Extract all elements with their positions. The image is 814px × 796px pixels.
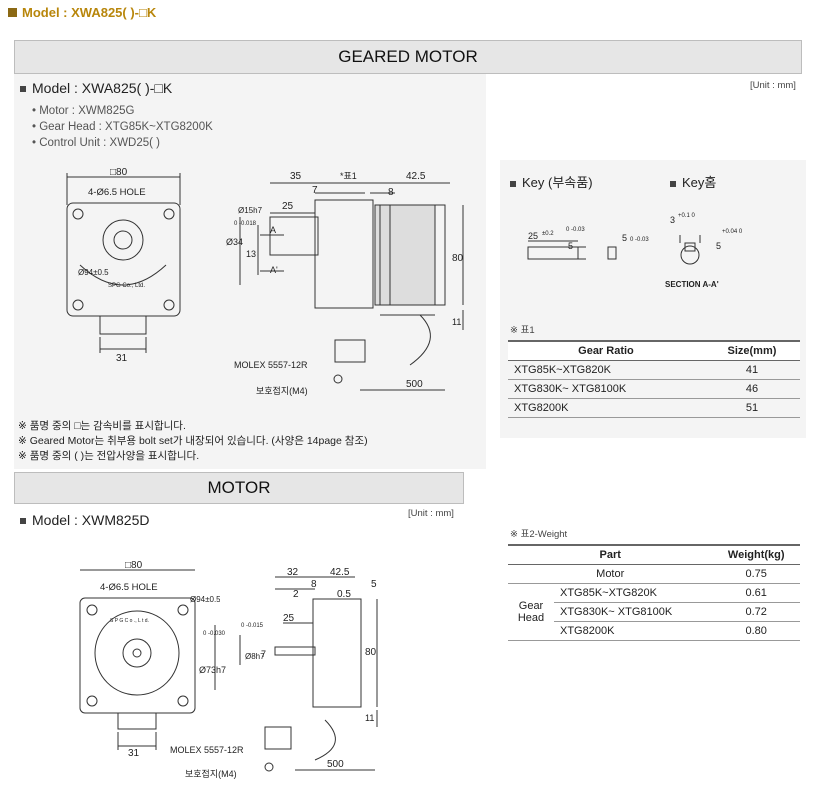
keyway-dim-5: 5: [716, 241, 721, 251]
dim-13: 13: [246, 249, 256, 259]
motor-brand-mark: S P G C o ., L t d.: [110, 618, 149, 624]
section-mark-a: A: [270, 225, 276, 235]
geared-specs: • Motor : XWM825G • Gear Head : XTG85K~X…: [32, 103, 213, 151]
dim-25: 25: [282, 201, 294, 212]
geared-side-view: 35 7 25 *표1 8 42.5 Ø34 Ø15h7 0 -0.018 13…: [226, 171, 464, 396]
bullet-icon: [20, 86, 26, 93]
key-dim-5-tol: 0 -0.03: [566, 227, 585, 233]
table1-note: ※ 표1: [510, 325, 535, 336]
motor-dim-31: 31: [128, 748, 140, 759]
dim-34: Ø34: [226, 237, 243, 247]
motor-dim-cable-500: 500: [327, 759, 344, 770]
keyway-title: Key홈: [670, 172, 716, 191]
key-title: Key (부속품): [510, 172, 593, 191]
key-dim-25: 25: [528, 231, 538, 241]
motor-dim-25: 25: [283, 613, 295, 624]
dim-square: □80: [110, 167, 128, 178]
dim-15h7-tolerance: 0 -0.018: [234, 221, 257, 227]
motor-dim-11: 11: [365, 713, 374, 723]
motor-side-view: 32 42.5 5 8 2 0.5 25 Ø73h7 0 -0.030 Ø8h7…: [170, 567, 378, 779]
geared-title-bar: GEARED MOTOR: [14, 40, 802, 74]
dim-15h7: Ø15h7: [238, 206, 263, 215]
dim-hole: 4-Ø6.5 HOLE: [88, 187, 146, 198]
motor-dim-pcd: Ø94±0.5: [190, 595, 220, 604]
keyway-dim-5-tol: +0.04 0: [722, 229, 743, 235]
dim-cable-500: 500: [406, 379, 423, 390]
motor-dim-hole: 4-Ø6.5 HOLE: [100, 582, 158, 593]
note-1: ※ 품명 중의 □는 감속비를 표시합니다.: [18, 420, 186, 432]
geared-title: GEARED MOTOR: [338, 47, 478, 66]
ground-label: 보호접지(M4): [256, 385, 308, 396]
molex-label: MOLEX 5557-12R: [234, 360, 308, 370]
page-header: Model : XWA825( )-□K: [8, 5, 156, 20]
motor-dim-square: □80: [125, 560, 143, 571]
key-dim-5b-tol: 0 -0.03: [630, 237, 649, 243]
motor-title: MOTOR: [207, 478, 271, 497]
key-drawings: 25 ±0.2 5 0 -0.03 5 0 -0.03 3 +0.1 0 5 +…: [527, 213, 743, 289]
bullet-icon: [670, 180, 676, 187]
spec-control-unit: • Control Unit : XWD25( ): [32, 137, 160, 149]
bullet-icon: [20, 518, 26, 525]
dim-11: 11: [452, 317, 461, 327]
keyway-dim-3: 3: [670, 215, 675, 225]
motor-dim-0-5: 0.5: [337, 589, 351, 600]
motor-ground-label: 보호접지(M4): [185, 768, 237, 779]
dim-80: 80: [452, 253, 464, 264]
dim-35: 35: [290, 171, 302, 182]
note-3: ※ 품명 중의 ( )는 전압사양을 표시합니다.: [18, 450, 200, 462]
geared-front-view: □80 4-Ø6.5 HOLE Ø94±0.5 SPG Co., Ltd. 31: [66, 167, 181, 364]
spec-motor: • Motor : XWM825G: [32, 105, 135, 117]
key-dim-5b: 5: [622, 233, 627, 243]
table2-note: ※ 표2-Weight: [510, 529, 568, 540]
motor-dim-7: 7: [261, 649, 266, 659]
motor-dim-73h7: Ø73h7: [199, 665, 226, 675]
keyway-dim-3-tol: +0.1 0: [678, 213, 696, 219]
motor-dim-8: 8: [311, 579, 317, 590]
motor-dim-73h7-tol: 0 -0.030: [203, 631, 226, 637]
motor-dim-80: 80: [365, 647, 377, 658]
motor-dim-5: 5: [371, 579, 377, 590]
key-dim-25-tol: ±0.2: [542, 231, 554, 237]
geared-notes: ※ 품명 중의 □는 감속비를 표시합니다. ※ Geared Motor는 취…: [18, 419, 368, 464]
bullet-icon: [510, 180, 516, 187]
spec-gear-head: • Gear Head : XTG85K~XTG8200K: [32, 121, 213, 133]
section-mark-a-prime: A': [270, 265, 278, 275]
motor-unit: [Unit : mm]: [408, 508, 454, 519]
brand-mark: SPG Co., Ltd.: [108, 283, 145, 289]
motor-dim-42-5: 42.5: [330, 567, 350, 578]
section-label: SECTION A-A': [665, 280, 719, 289]
motor-dim-32: 32: [287, 567, 299, 578]
geared-model: Model : XWA825( )-□K: [20, 80, 172, 96]
dim-table-ref: *표1: [340, 171, 357, 181]
dim-7: 7: [312, 185, 318, 196]
dim-31: 31: [116, 353, 128, 364]
key-dim-5: 5: [568, 241, 573, 251]
motor-title-bar: MOTOR: [14, 472, 464, 504]
motor-dim-2: 2: [293, 589, 299, 600]
motor-front-view: □80 4-Ø6.5 HOLE Ø94±0.5 S P G C o ., L t…: [79, 560, 220, 759]
dim-pcd: Ø94±0.5: [78, 268, 109, 277]
bullet-icon: [8, 8, 17, 17]
note-2: ※ Geared Motor는 취부용 bolt set가 내장되어 있습니다.…: [18, 435, 368, 447]
motor-molex-label: MOLEX 5557-12R: [170, 745, 244, 755]
geared-unit: [Unit : mm]: [750, 80, 796, 91]
dim-42-5: 42.5: [406, 171, 426, 182]
motor-dim-8h7: Ø8h7: [245, 652, 265, 661]
motor-model: Model : XWM825D: [20, 512, 149, 528]
motor-dim-8h7-tol: 0 -0.015: [241, 623, 264, 629]
dim-8: 8: [388, 187, 394, 198]
